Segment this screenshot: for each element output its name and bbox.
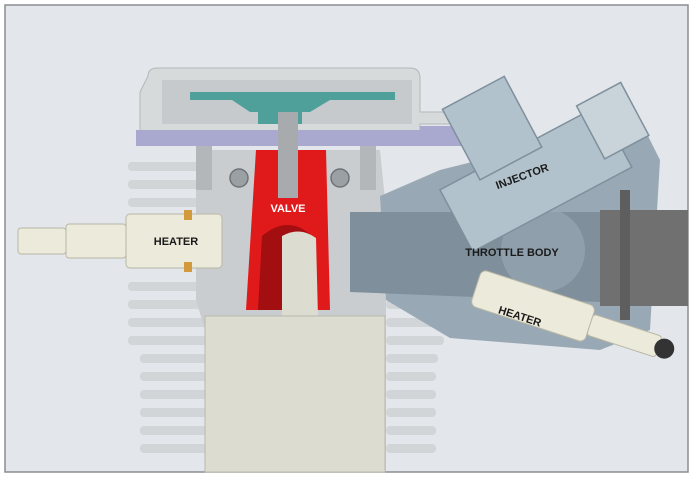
- cooling-fins-left: [128, 162, 210, 453]
- injector-assembly: [438, 75, 650, 253]
- valve-label: VALVE: [270, 203, 305, 215]
- heater-left: [17, 210, 223, 272]
- heater-right: [471, 270, 675, 359]
- piston: [204, 315, 386, 473]
- valve-stem: [282, 231, 318, 318]
- intake-assembly: [350, 120, 688, 350]
- valve-springs: [196, 146, 376, 190]
- throttle-body-label: THROTTLE BODY: [465, 247, 559, 259]
- outer-intake-pipe: [600, 210, 688, 306]
- heater-left-label: HEATER: [154, 236, 198, 248]
